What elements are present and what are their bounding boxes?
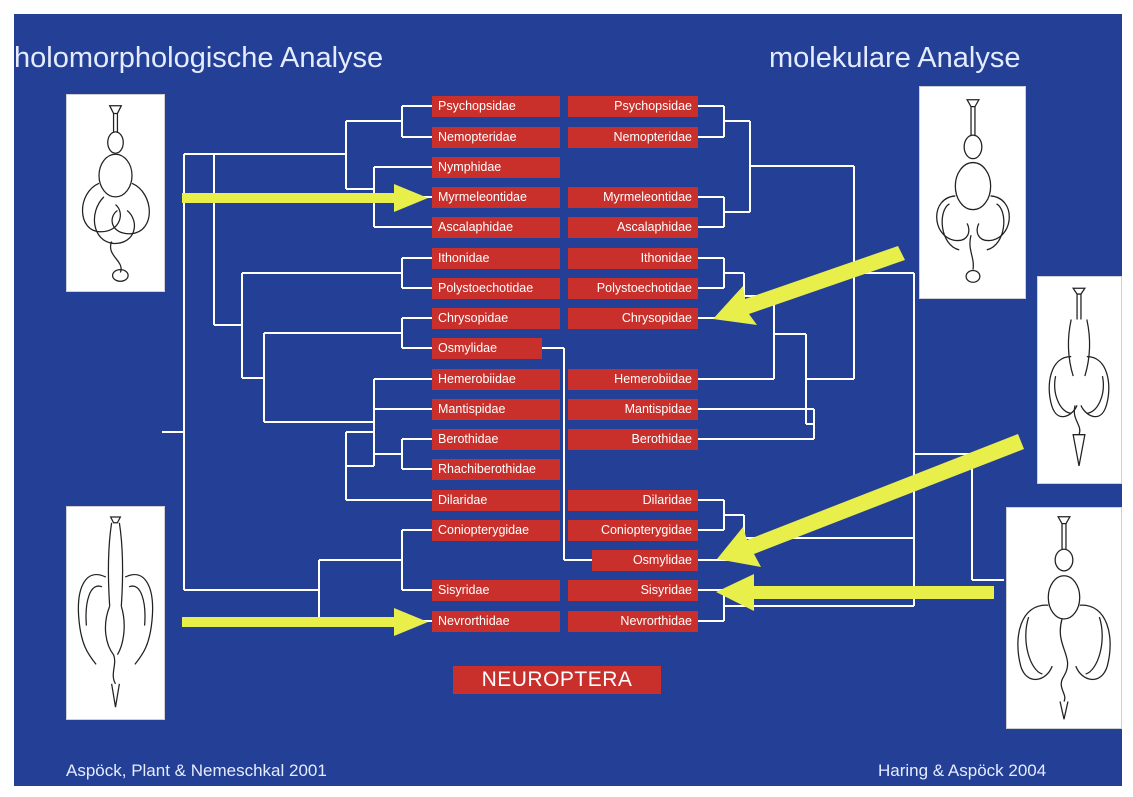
- right-taxon-ithonidae: Ithonidae: [568, 248, 698, 269]
- digestive-tract-drawing: [77, 516, 154, 708]
- arrow-to-myrmeleontidae: [182, 184, 428, 212]
- order-label: NEUROPTERA: [453, 666, 661, 694]
- arrow-to-sisyridae: [716, 574, 994, 611]
- right-taxon-nemopteridae: Nemopteridae: [568, 127, 698, 148]
- left-taxon-sisyridae: Sisyridae: [432, 580, 560, 601]
- left-taxon-hemerobiidae: Hemerobiidae: [432, 369, 560, 390]
- slide: holomorphologische Analyse molekulare An…: [14, 14, 1122, 786]
- left-taxon-osmylidae: Osmylidae: [432, 338, 542, 359]
- left-taxon-coniopterygidae: Coniopterygidae: [432, 520, 560, 541]
- right-taxon-osmylidae: Osmylidae: [592, 550, 698, 571]
- cladogram-lines: [162, 105, 1004, 622]
- gut-illustration-top-right: [919, 86, 1026, 299]
- left-taxon-ascalaphidae: Ascalaphidae: [432, 217, 560, 238]
- left-taxon-myrmeleontidae: Myrmeleontidae: [432, 187, 560, 208]
- right-taxon-coniopterygidae: Coniopterygidae: [568, 520, 698, 541]
- right-taxon-dilaridae: Dilaridae: [568, 490, 698, 511]
- right-taxon-ascalaphidae: Ascalaphidae: [568, 217, 698, 238]
- left-taxon-chrysopidae: Chrysopidae: [432, 308, 560, 329]
- gut-illustration-top-left: [66, 94, 165, 292]
- arrow-to-chrysopidae: [713, 246, 905, 325]
- arrow-to-osmylidae: [717, 434, 1024, 567]
- title-molecular: molekulare Analyse: [769, 42, 1021, 74]
- gut-illustration-bottom-right: [1006, 507, 1122, 729]
- right-taxon-chrysopidae: Chrysopidae: [568, 308, 698, 329]
- left-taxon-ithonidae: Ithonidae: [432, 248, 560, 269]
- right-taxon-mantispidae: Mantispidae: [568, 399, 698, 420]
- arrow-to-nevrorthidae: [182, 608, 428, 636]
- right-taxon-hemerobiidae: Hemerobiidae: [568, 369, 698, 390]
- citation-left: Aspöck, Plant & Nemeschkal 2001: [66, 761, 327, 780]
- left-taxon-nevrorthidae: Nevrorthidae: [432, 611, 560, 632]
- right-taxon-sisyridae: Sisyridae: [568, 580, 698, 601]
- title-holomorphological: holomorphologische Analyse: [14, 42, 384, 74]
- digestive-tract-drawing: [936, 99, 1010, 283]
- left-taxon-nymphidae: Nymphidae: [432, 157, 560, 178]
- arrows-right-side: [713, 246, 1024, 611]
- left-taxon-psychopsidae: Psychopsidae: [432, 96, 560, 117]
- left-taxon-dilaridae: Dilaridae: [432, 490, 560, 511]
- citation-right: Haring & Aspöck 2004: [878, 761, 1047, 780]
- digestive-tract-drawing: [81, 105, 150, 282]
- right-taxon-berothidae: Berothidae: [568, 429, 698, 450]
- right-taxon-myrmeleontidae: Myrmeleontidae: [568, 187, 698, 208]
- gut-illustration-bottom-left: [66, 506, 165, 720]
- right-taxon-polystoechotidae: Polystoechotidae: [568, 278, 698, 299]
- right-taxon-nevrorthidae: Nevrorthidae: [568, 611, 698, 632]
- gut-illustration-middle-right: [1037, 276, 1122, 484]
- digestive-tract-drawing: [1017, 516, 1111, 720]
- left-taxon-berothidae: Berothidae: [432, 429, 560, 450]
- right-taxon-psychopsidae: Psychopsidae: [568, 96, 698, 117]
- left-taxon-nemopteridae: Nemopteridae: [432, 127, 560, 148]
- digestive-tract-drawing: [1048, 287, 1110, 467]
- left-taxon-mantispidae: Mantispidae: [432, 399, 560, 420]
- left-taxon-rhachiberothidae: Rhachiberothidae: [432, 459, 560, 480]
- left-taxon-polystoechotidae: Polystoechotidae: [432, 278, 560, 299]
